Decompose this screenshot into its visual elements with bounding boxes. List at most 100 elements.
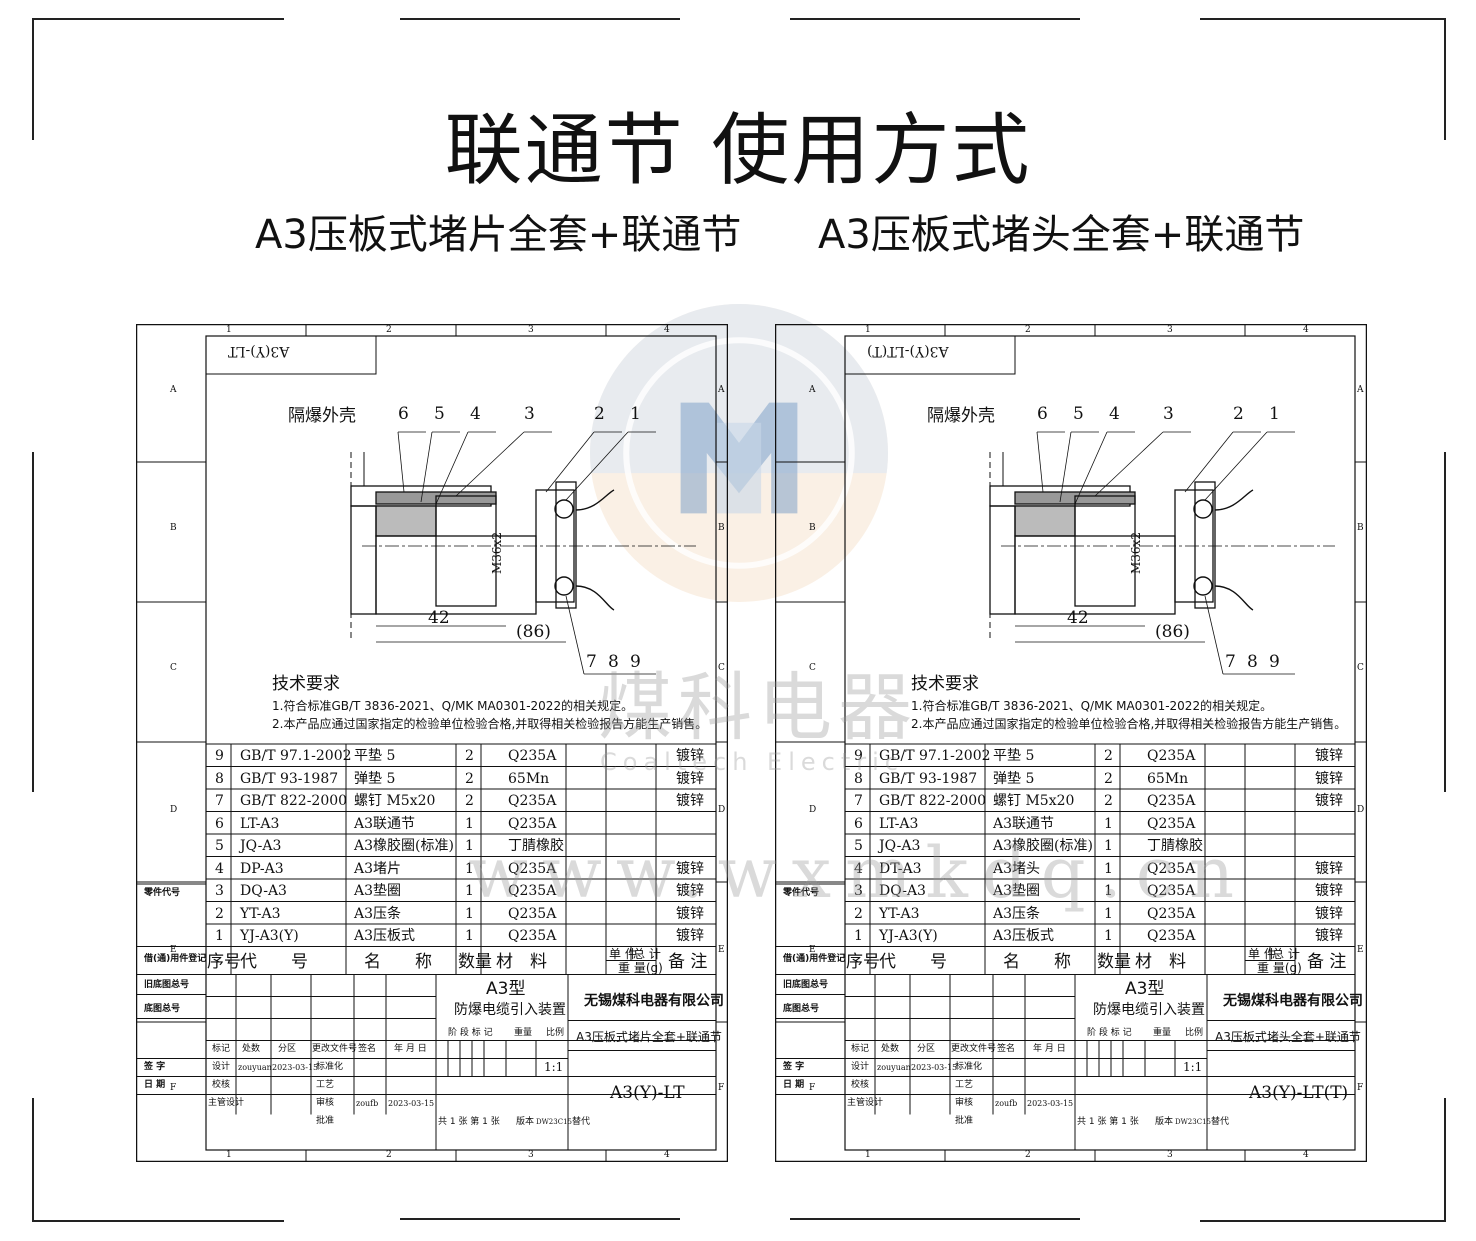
nipple-body xyxy=(375,535,537,615)
callout-bottom-7: 7 xyxy=(1225,652,1236,672)
bom-header-total: 总 计 xyxy=(1272,946,1300,961)
frame-corner-tl xyxy=(32,18,284,140)
tech-requirements-title: 技术要求 xyxy=(272,674,340,694)
version-code: DW23C15 xyxy=(1175,1117,1211,1126)
assembly-drawing xyxy=(989,431,1335,675)
leader-line-0 xyxy=(1036,431,1044,493)
bom-row-3-no: 3 xyxy=(854,883,863,899)
bom-row-4-code: DT-A3 xyxy=(879,860,922,877)
bom-row-2-note: 镀锌 xyxy=(1315,905,1343,922)
tech-requirements-title: 技术要求 xyxy=(911,674,979,694)
bom-row-7-note: 镀锌 xyxy=(676,793,704,809)
bom-row-9-no: 9 xyxy=(215,748,224,764)
bom-row-9-code: GB/T 97.1-2002 xyxy=(240,748,352,764)
bom-row-5-material: 丁腈橡胶 xyxy=(508,838,564,854)
bom-row-9-no: 9 xyxy=(854,748,863,764)
zone-row-left-A: A xyxy=(170,385,177,395)
tb-role-design: 设计 xyxy=(212,1061,231,1072)
bom-row-6-material: Q235A xyxy=(1147,815,1196,832)
bom-row-4-note: 镀锌 xyxy=(1315,860,1343,877)
zone-row-left-C: C xyxy=(809,663,816,673)
bom-row-6-qty: 1 xyxy=(1104,815,1113,832)
bom-row-4-qty: 1 xyxy=(1104,860,1113,877)
bom-row-5-qty: 1 xyxy=(1104,838,1113,854)
bom-row-9-note: 镀锌 xyxy=(1315,748,1343,764)
leader-bottom xyxy=(565,595,585,675)
bom-row-2-code: YT-A3 xyxy=(240,905,281,922)
bom-row-2-material: Q235A xyxy=(1147,905,1196,922)
bom-row-4-material: Q235A xyxy=(508,860,557,877)
frame-corner-tr xyxy=(1200,18,1446,140)
callout-top-4: 4 xyxy=(1109,404,1120,424)
design-date: 2023-03-15 xyxy=(911,1062,958,1072)
company-name: 无锡煤科电器有限公司 xyxy=(584,992,724,1009)
tb-role-design: 设计 xyxy=(851,1061,870,1072)
bom-header-material: 材 料 xyxy=(496,951,547,972)
subtitle-right: A3压板式堵头全套+联通节 xyxy=(818,212,1305,258)
callout-bottom-7: 7 xyxy=(586,652,597,672)
leader-line-2 xyxy=(1074,431,1108,505)
frame-mid-top-right xyxy=(790,18,1080,22)
bom-row-3-code: DQ-A3 xyxy=(879,883,926,899)
bom-row-7-qty: 2 xyxy=(465,793,474,809)
leader-line-3 xyxy=(455,431,525,497)
bom-header-name: 名 称 xyxy=(364,951,432,972)
bom-row-5-no: 5 xyxy=(854,838,863,854)
bom-row-2-code: YT-A3 xyxy=(879,905,920,922)
zone-row-left-D: D xyxy=(809,805,817,815)
zone-col-top-4: 4 xyxy=(1303,325,1309,335)
bom-row-6-material: Q235A xyxy=(508,815,557,832)
zone-row-right-C: C xyxy=(1357,663,1364,673)
bom-row-9-note: 镀锌 xyxy=(676,748,704,764)
zone-row-left-C: C xyxy=(170,663,177,673)
bom-row-7-material: Q235A xyxy=(508,793,557,809)
bom-row-4-no: 4 xyxy=(854,860,863,877)
dim-total-86: (86) xyxy=(516,622,551,642)
product-subtitle: 防爆电缆引入装置 xyxy=(1093,1001,1205,1018)
zone-row-left-F: F xyxy=(809,1083,816,1093)
bom-row-8-no: 8 xyxy=(215,770,224,787)
scale-label: 比例 xyxy=(1185,1027,1204,1038)
callout-top-6: 6 xyxy=(1037,404,1048,424)
sheet-lines xyxy=(775,324,1367,1162)
bom-row-3-code: DQ-A3 xyxy=(240,883,287,899)
zone-row-right-B: B xyxy=(718,523,725,533)
tb-role-process: 工艺 xyxy=(316,1079,335,1090)
tb-header-4: 签名 xyxy=(358,1043,377,1054)
zone-row-right-E: E xyxy=(718,945,725,955)
bom-row-7-name: 螺钉 M5x20 xyxy=(354,793,436,809)
bom-header-unit: 单 件 xyxy=(1248,946,1276,961)
bom-row-1-no: 1 xyxy=(215,928,224,944)
bom-row-9-code: GB/T 97.1-2002 xyxy=(879,748,991,764)
replace-label: 替代 xyxy=(1211,1116,1230,1127)
seal-block xyxy=(375,505,437,537)
zone-col-top-1: 1 xyxy=(226,325,232,335)
side-label-5: 日 期 xyxy=(783,1079,805,1090)
zone-col-bottom-3: 3 xyxy=(528,1150,534,1160)
frame-mid-top-left xyxy=(400,18,680,22)
tb-role-review: 审核 xyxy=(955,1097,974,1108)
bom-row-7-code: GB/T 822-2000 xyxy=(240,793,348,809)
bom-row-9-name: 平垫 5 xyxy=(993,748,1035,764)
zone-row-left-B: B xyxy=(809,523,816,533)
drawing-number: A3(Y)-LT xyxy=(610,1082,685,1103)
callout-bottom-9: 9 xyxy=(630,652,641,672)
tb-role-check: 校核 xyxy=(851,1079,870,1090)
callout-top-1: 1 xyxy=(1269,404,1280,424)
zone-row-right-F: F xyxy=(1357,1083,1364,1093)
tb-header-5: 年 月 日 xyxy=(394,1043,427,1054)
bom-row-2-qty: 1 xyxy=(465,905,474,922)
zone-col-bottom-3: 3 xyxy=(1167,1150,1173,1160)
bom-row-6-name: A3联通节 xyxy=(354,815,416,832)
reviewer-name: zoufb xyxy=(356,1098,379,1108)
dim-thread: M36x2 xyxy=(490,532,504,574)
zone-row-left-F: F xyxy=(170,1083,177,1093)
page-title: 联通节 使用方式 xyxy=(444,106,1032,196)
screw-head-top xyxy=(554,499,574,519)
dim-length-42: 42 xyxy=(428,608,450,628)
bom-row-4-name: A3堵头 xyxy=(993,860,1041,877)
bom-row-7-material: Q235A xyxy=(1147,793,1196,809)
scale-label: 比例 xyxy=(546,1027,565,1038)
callout-bottom-9: 9 xyxy=(1269,652,1280,672)
bom-row-7-note: 镀锌 xyxy=(1315,793,1343,809)
